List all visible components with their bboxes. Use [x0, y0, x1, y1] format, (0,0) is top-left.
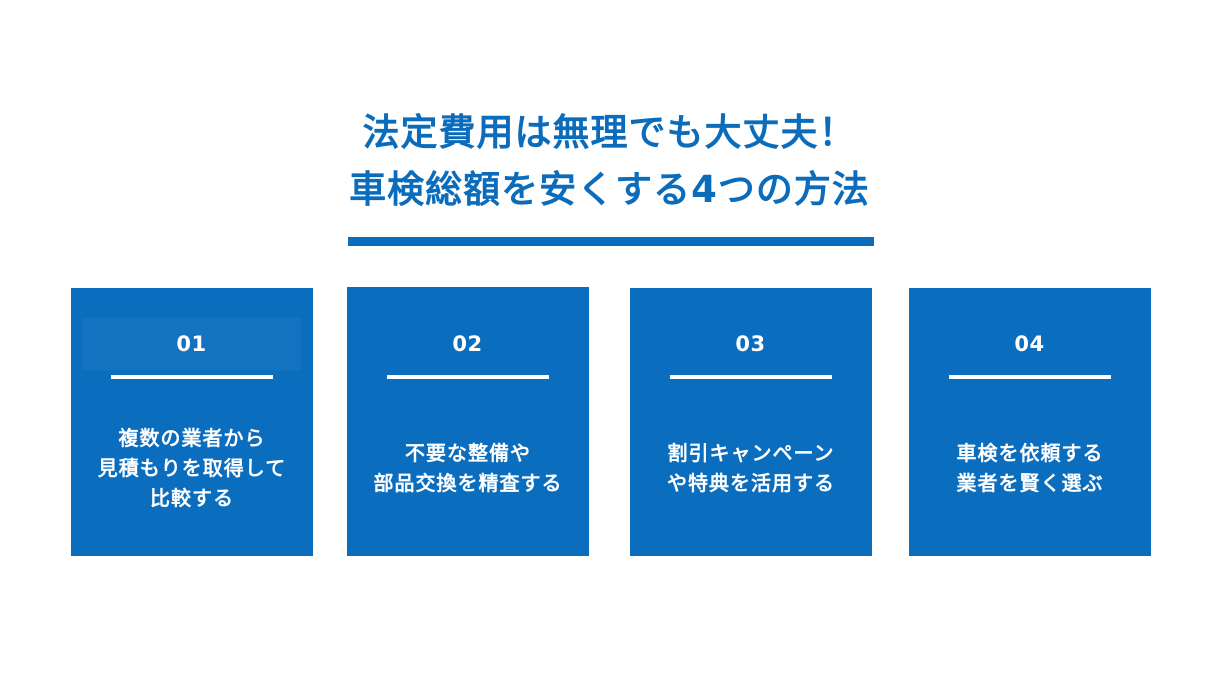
method-card-01[interactable]: 01 複数の業者から 見積もりを取得して 比較する	[71, 288, 313, 556]
card-text-line: 複数の業者から	[118, 426, 266, 450]
card-divider	[949, 375, 1111, 379]
card-divider	[670, 375, 832, 379]
card-description: 割引キャンペーン や特典を活用する	[630, 413, 872, 523]
card-divider	[111, 375, 273, 379]
card-number: 01	[176, 332, 207, 356]
title-line-2: 車検総額を安くする4つの方法	[349, 168, 870, 211]
card-text-line: や特典を活用する	[667, 471, 835, 495]
page-title: 法定費用は無理でも大丈夫！ 車検総額を安くする4つの方法	[0, 104, 1219, 218]
method-card-03[interactable]: 03 割引キャンペーン や特典を活用する	[630, 288, 872, 556]
card-number-box: 02	[358, 318, 577, 370]
card-text-line: 比較する	[150, 486, 234, 510]
title-underline-divider	[348, 237, 874, 246]
card-text-line: 見積もりを取得して	[97, 456, 287, 480]
card-number-box: 01	[82, 318, 301, 370]
method-card-04[interactable]: 04 車検を依頼する 業者を賢く選ぶ	[909, 288, 1151, 556]
card-divider	[387, 375, 549, 379]
card-text-line: 不要な整備や	[405, 441, 531, 465]
card-description: 車検を依頼する 業者を賢く選ぶ	[909, 413, 1151, 523]
card-number: 04	[1014, 332, 1045, 356]
card-text-line: 車検を依頼する	[956, 441, 1104, 465]
card-description: 不要な整備や 部品交換を精査する	[347, 413, 589, 523]
card-text-line: 割引キャンペーン	[667, 441, 835, 465]
card-description: 複数の業者から 見積もりを取得して 比較する	[71, 413, 313, 523]
title-line-1: 法定費用は無理でも大丈夫！	[362, 111, 857, 154]
method-card-02[interactable]: 02 不要な整備や 部品交換を精査する	[347, 287, 589, 556]
card-number: 02	[452, 332, 483, 356]
card-number: 03	[735, 332, 766, 356]
card-number-box: 03	[641, 318, 860, 370]
card-text-line: 業者を賢く選ぶ	[956, 471, 1104, 495]
card-text-line: 部品交換を精査する	[373, 471, 563, 495]
card-number-box: 04	[920, 318, 1139, 370]
